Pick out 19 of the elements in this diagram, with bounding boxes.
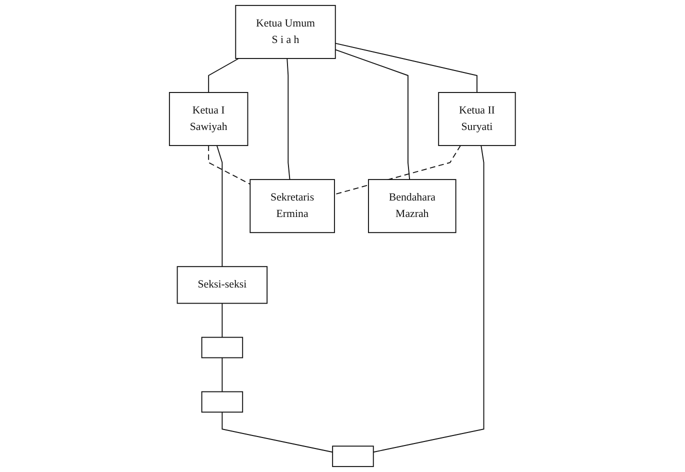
connector	[335, 49, 410, 180]
node-box: Bendahara Mazrah	[368, 179, 456, 234]
connector	[216, 145, 223, 268]
node-box: Ketua I Sawiyah	[169, 92, 248, 146]
connector	[208, 145, 251, 185]
node-box: Ketua Umum S i a h	[235, 4, 336, 59]
node-box: Seksi-seksi	[176, 266, 268, 304]
node-box	[201, 391, 244, 413]
connector	[222, 357, 223, 392]
node-box: Sekretaris Ermina	[250, 179, 336, 234]
connector	[222, 412, 334, 453]
node-box	[201, 336, 244, 358]
connector	[222, 302, 223, 338]
node-box: Ketua II Suryati	[438, 92, 516, 146]
connector	[335, 42, 478, 93]
connector	[373, 145, 484, 453]
connector	[286, 58, 290, 180]
connector	[208, 58, 240, 93]
node-box	[332, 446, 374, 468]
